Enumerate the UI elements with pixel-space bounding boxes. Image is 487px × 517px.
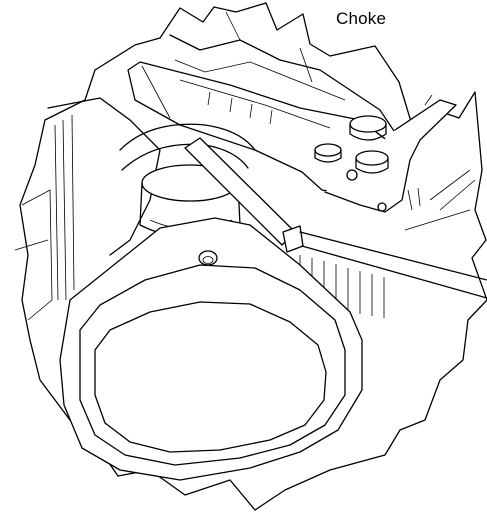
lever-bracket — [324, 99, 457, 213]
cylinder-head — [169, 34, 401, 141]
bolt-head — [349, 115, 387, 133]
choke-label: Choke — [336, 9, 387, 28]
bolt-head — [355, 150, 389, 166]
bolt-head — [314, 143, 342, 157]
fuel-line — [119, 123, 256, 151]
screw — [346, 169, 358, 181]
choke-cable — [299, 231, 487, 281]
cooling-fins-left — [47, 97, 161, 256]
mounting-hole — [198, 250, 218, 266]
screw — [377, 202, 387, 212]
cutaway-outline — [19, 2, 487, 511]
